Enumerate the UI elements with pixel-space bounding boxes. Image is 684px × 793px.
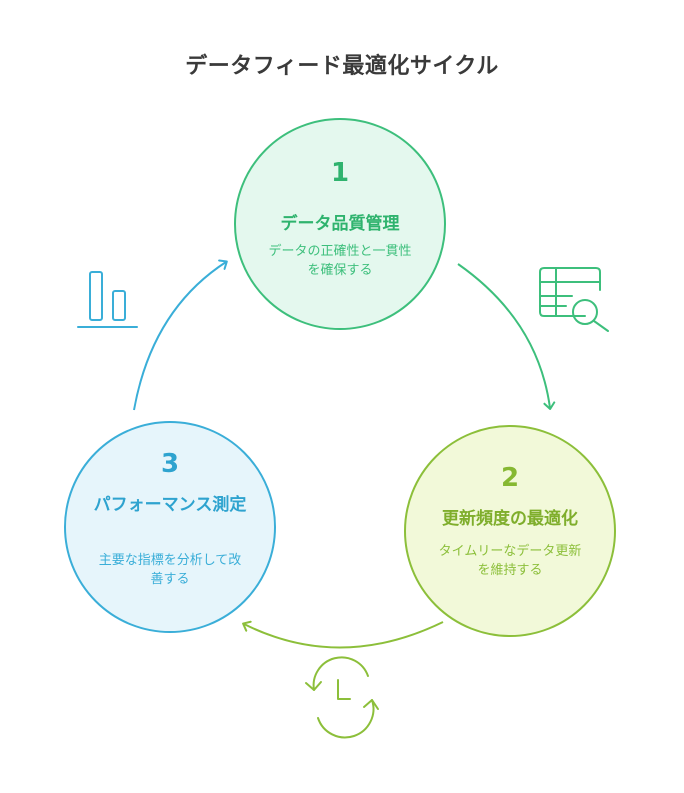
arrow-step2-to-step3 bbox=[242, 620, 444, 649]
step-2-circle: 2 更新頻度の最適化 タイムリーなデータ更新を維持する bbox=[404, 425, 616, 637]
step-number: 2 bbox=[500, 463, 520, 493]
step-3-circle: 3 パフォーマンス測定 主要な指標を分析して改善する bbox=[64, 421, 276, 633]
step-description: タイムリーなデータ更新を維持する bbox=[438, 544, 582, 578]
step-heading: データ品質管理 bbox=[280, 214, 400, 234]
clock-refresh-icon bbox=[305, 656, 379, 739]
step-description: 主要な指標を分析して改善する bbox=[98, 553, 242, 587]
bar-chart-icon bbox=[77, 271, 138, 328]
step-heading: 更新頻度の最適化 bbox=[442, 509, 578, 529]
step-heading: パフォーマンス測定 bbox=[93, 495, 247, 515]
step-description: データの正確性と一貫性を確保する bbox=[268, 244, 412, 278]
step-1-circle: 1 データ品質管理 データの正確性と一貫性を確保する bbox=[234, 118, 446, 330]
step-number: 1 bbox=[330, 158, 350, 188]
step-number: 3 bbox=[160, 449, 180, 479]
table-search-icon bbox=[539, 267, 609, 332]
diagram-title: データフィード最適化サイクル bbox=[185, 54, 499, 79]
arrow-step1-to-step2 bbox=[457, 263, 556, 410]
arrow-step3-to-step1 bbox=[133, 259, 228, 411]
